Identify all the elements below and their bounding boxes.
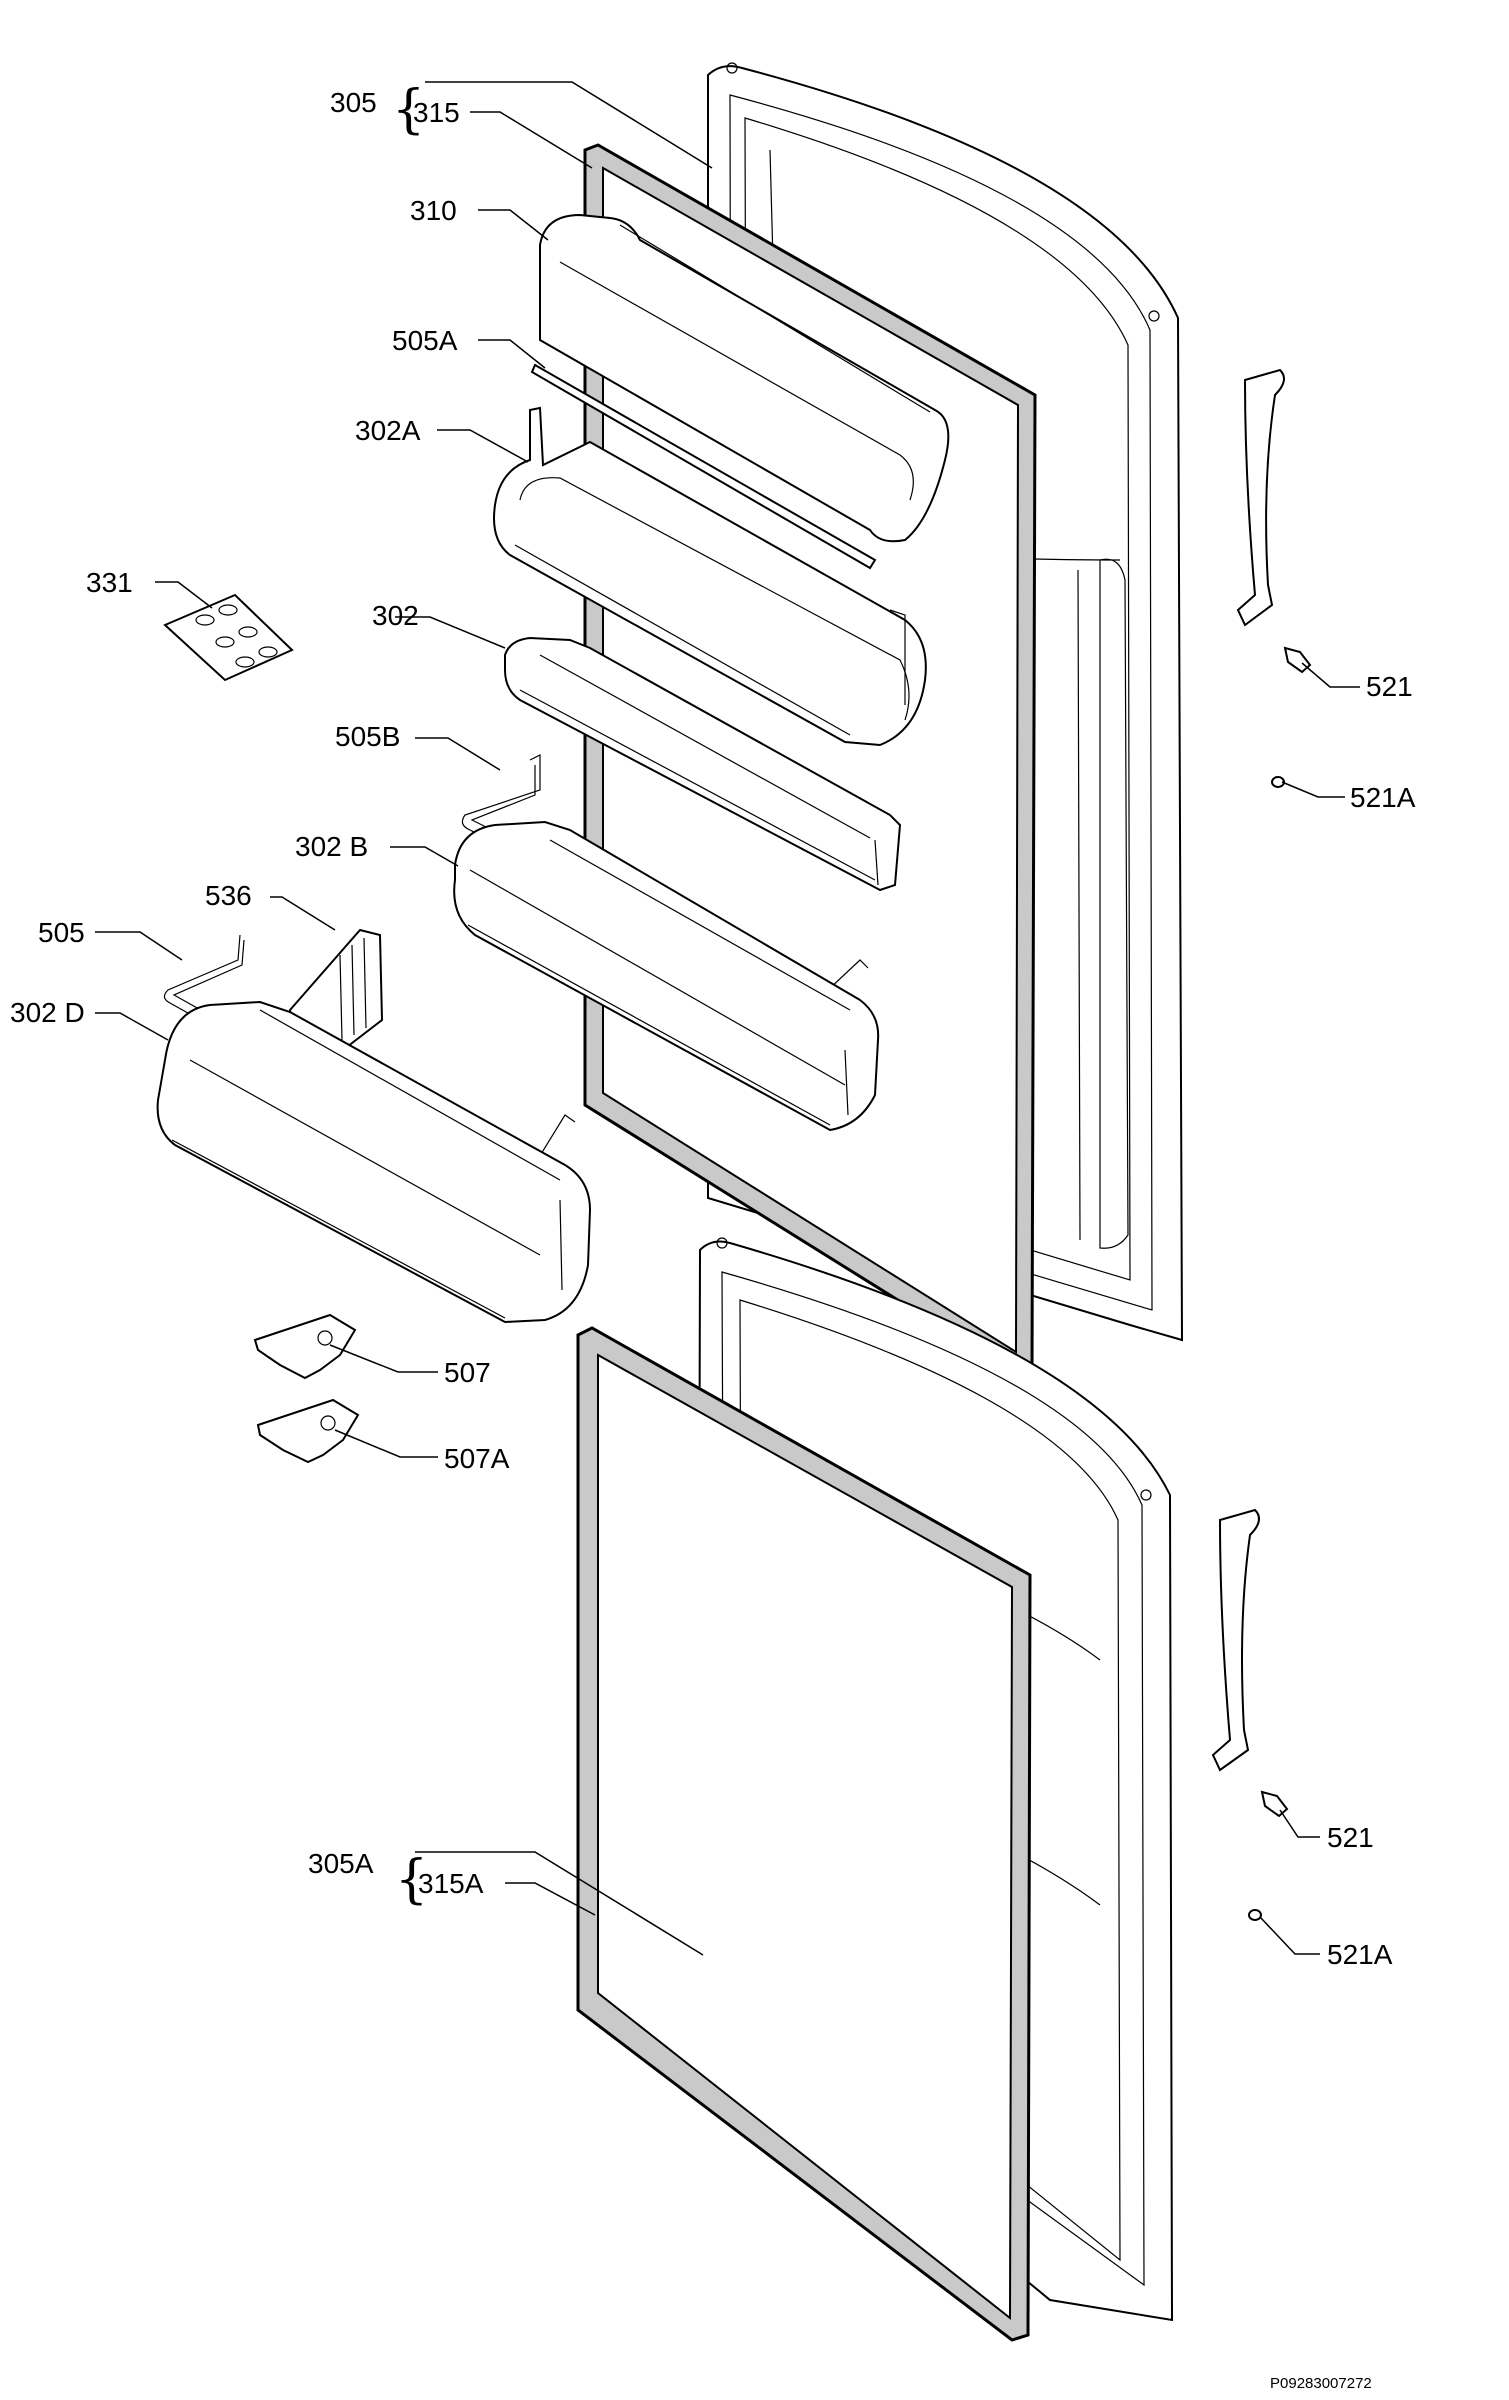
screw-521-upper xyxy=(1283,646,1312,674)
label-521-upper: 521 xyxy=(1366,671,1413,702)
leader-lines xyxy=(95,81,1360,1956)
label-315a: 315A xyxy=(418,1868,484,1899)
handle-lower xyxy=(1211,1508,1260,1772)
label-505: 505 xyxy=(38,917,85,948)
screw-521-lower xyxy=(1260,1790,1289,1818)
label-302: 302 xyxy=(372,600,419,631)
label-505b: 505B xyxy=(335,721,400,752)
handle-upper xyxy=(1236,368,1285,627)
callout-labels: 305 { 315 310 505A 302A 331 302 505B 302… xyxy=(10,80,1416,1970)
brace-305a: { xyxy=(395,1850,428,1910)
door-bin-302b xyxy=(453,820,880,1132)
label-302d: 302 D xyxy=(10,997,85,1028)
brace-305: { xyxy=(392,80,425,140)
label-315: 315 xyxy=(413,97,460,128)
label-305: 305 xyxy=(330,87,377,118)
door-bin-302d xyxy=(156,1000,592,1324)
guard-rail-505a xyxy=(530,363,877,570)
lower-door-gasket xyxy=(576,1326,1032,2342)
door-bin-302 xyxy=(504,636,902,892)
label-521a-upper: 521A xyxy=(1350,782,1416,813)
label-505a: 505A xyxy=(392,325,458,356)
cap-521a-lower xyxy=(1248,1909,1262,1921)
label-521-lower: 521 xyxy=(1327,1822,1374,1853)
cap-521a-upper xyxy=(1271,776,1285,788)
label-521a-lower: 521A xyxy=(1327,1939,1393,1970)
label-507a: 507A xyxy=(444,1443,510,1474)
hinge-507 xyxy=(253,1313,357,1380)
label-536: 536 xyxy=(205,880,252,911)
egg-tray-331 xyxy=(163,593,294,682)
label-310: 310 xyxy=(410,195,457,226)
label-305a: 305A xyxy=(308,1848,374,1879)
label-507: 507 xyxy=(444,1357,491,1388)
drawing-code: P09283007272 xyxy=(1270,2375,1372,2392)
hinge-507a xyxy=(256,1398,360,1464)
label-302a: 302A xyxy=(355,415,421,446)
door-bin-302a xyxy=(493,406,927,747)
label-331: 331 xyxy=(86,567,133,598)
shelf-cover-310 xyxy=(539,213,950,543)
label-302b: 302 B xyxy=(295,831,368,862)
